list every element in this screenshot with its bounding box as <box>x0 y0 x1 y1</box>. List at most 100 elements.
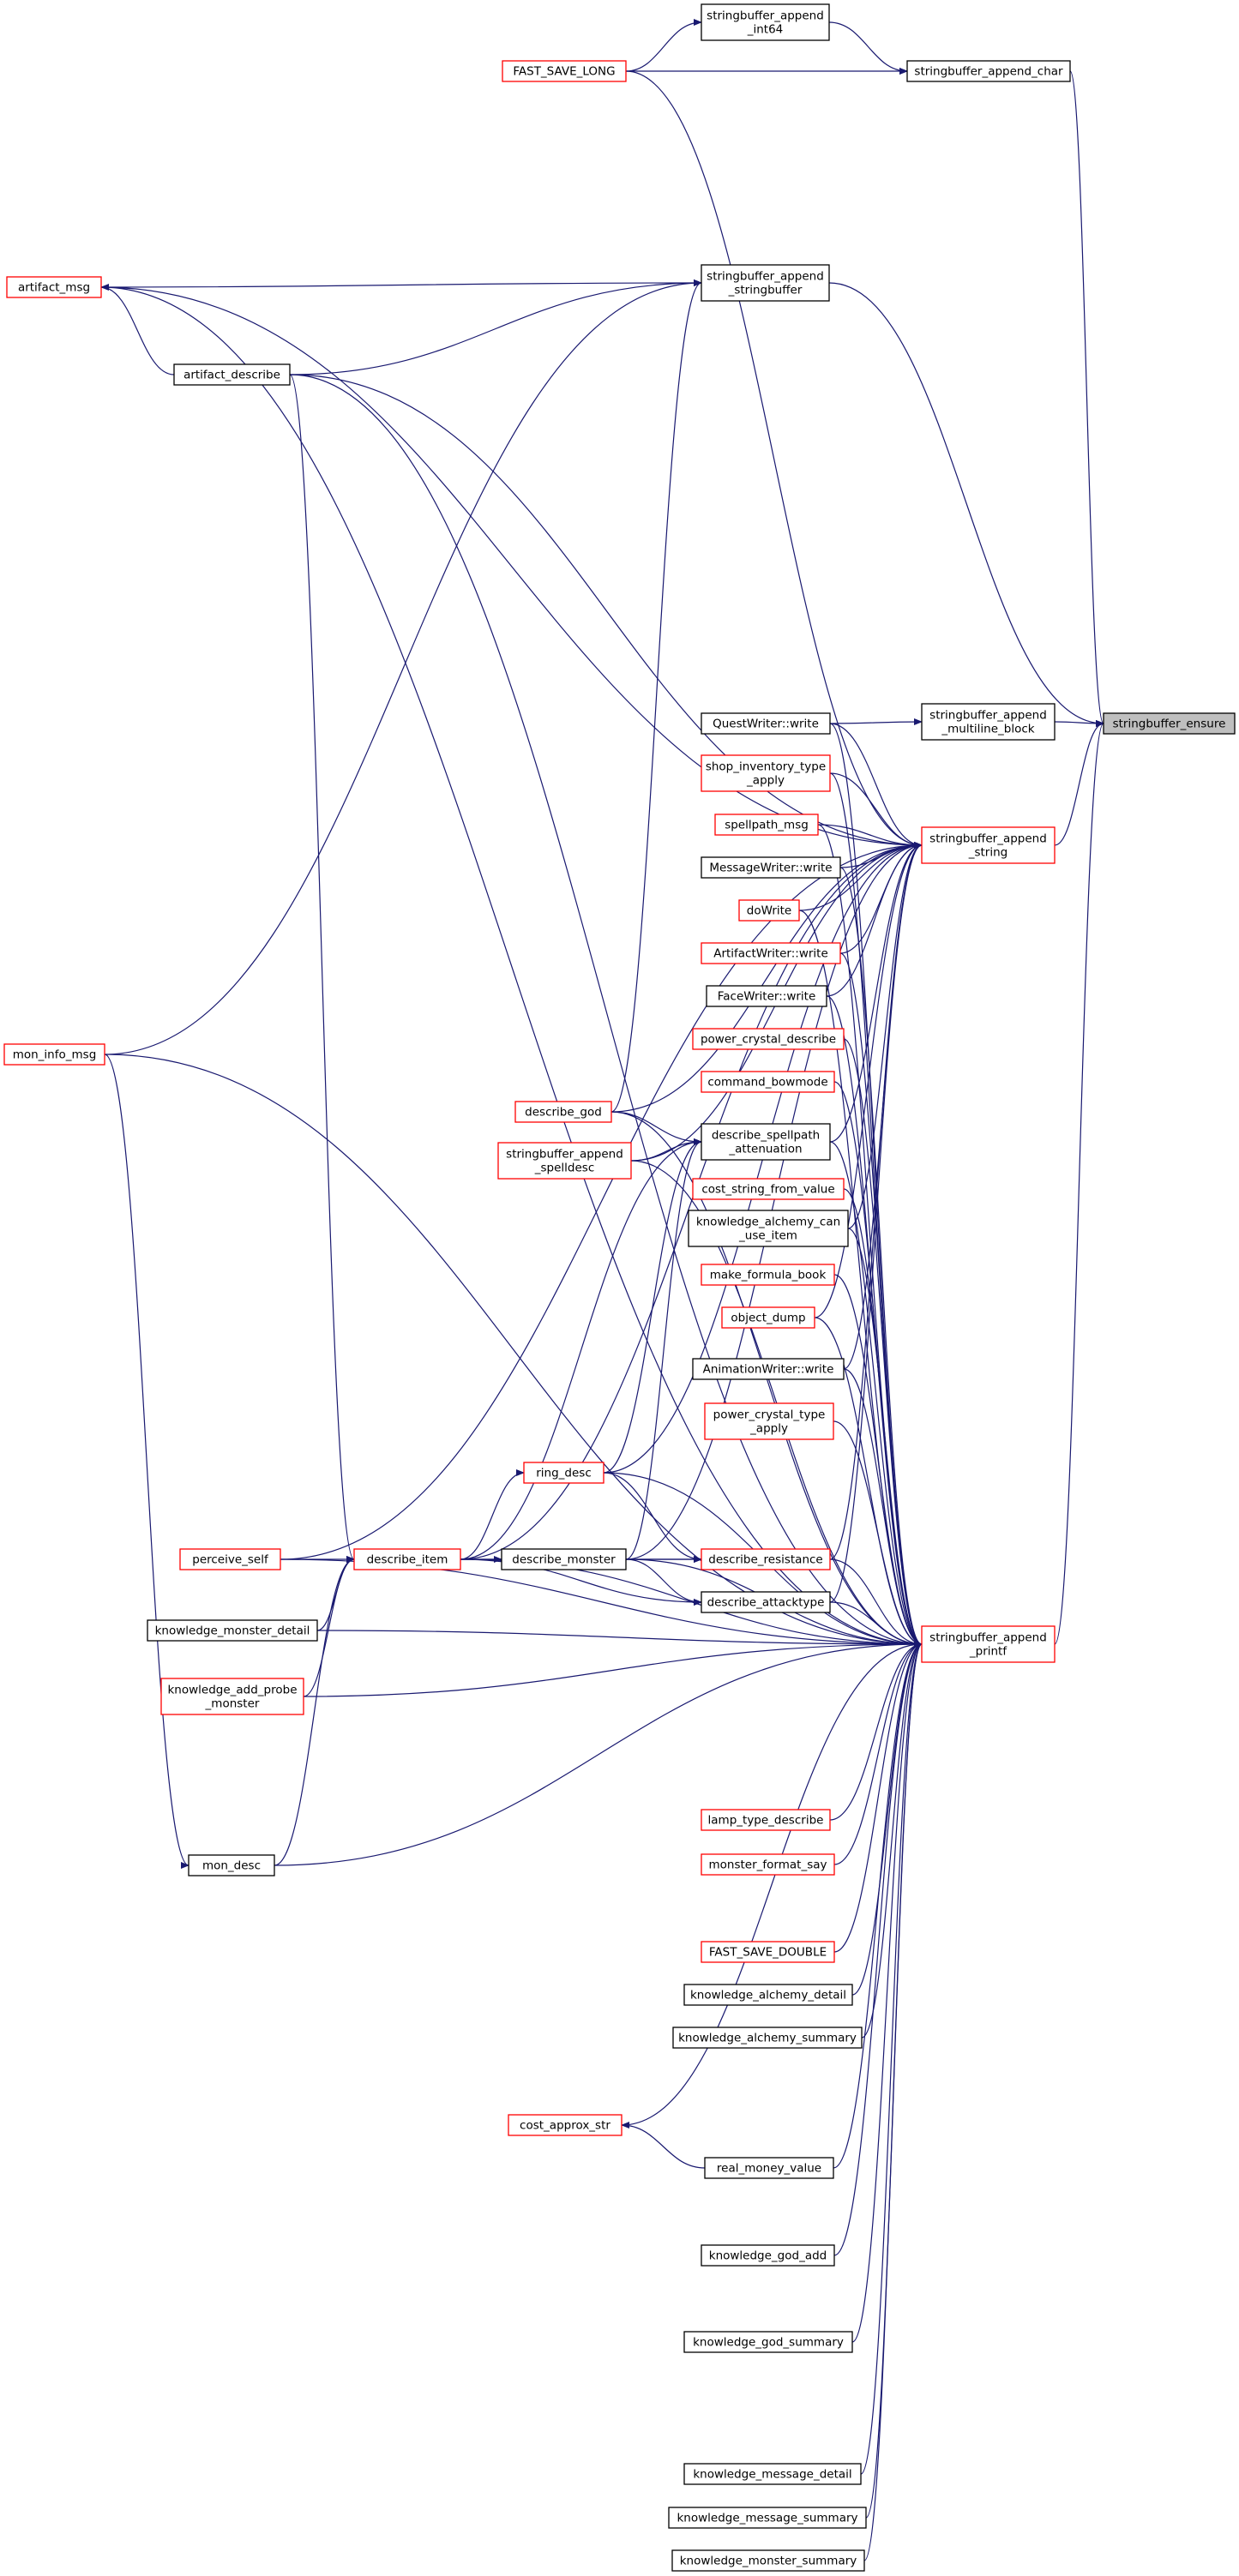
node-knowledge-message-summary[interactable]: knowledge_message_summary <box>668 2507 867 2529</box>
node-sb-append-int64[interactable]: stringbuffer_append_int64 <box>701 3 830 41</box>
node-box <box>501 1548 627 1570</box>
node-label: FaceWriter::write <box>718 990 816 1004</box>
node-power-crystal-type-apply[interactable]: power_crystal_type_apply <box>704 1402 834 1440</box>
edge-describe-monster-to-describe-attacktype <box>625 1558 702 1606</box>
node-sb-append-multiline[interactable]: stringbuffer_append_multiline_block <box>921 703 1056 741</box>
node-facewriter-write[interactable]: FaceWriter::write <box>706 985 827 1007</box>
node-artifact-describe[interactable]: artifact_describe <box>173 363 291 386</box>
node-sb-append-string[interactable]: stringbuffer_append_string <box>921 826 1056 864</box>
edge-artifact-describe-to-artifact-msg <box>100 284 175 375</box>
node-perceive-self[interactable]: perceive_self <box>179 1548 281 1570</box>
node-label: stringbuffer_append <box>707 270 824 284</box>
node-monster-format-say[interactable]: monster_format_say <box>701 1853 835 1876</box>
node-label: _use_item <box>738 1229 797 1243</box>
edge-mon-info-msg-to-mon-desc <box>104 1054 189 1869</box>
node-cost-string-from-value[interactable]: cost_string_from_value <box>692 1178 845 1200</box>
node-questwriter-write[interactable]: QuestWriter::write <box>701 712 831 735</box>
node-box <box>683 2331 853 2353</box>
node-label: FAST_SAVE_DOUBLE <box>709 1946 827 1960</box>
node-box <box>692 1028 845 1050</box>
edge-artifactwriter-write-to-sb-append-printf <box>839 952 923 1648</box>
edge-describe-item-to-describe-spellpath-attenuation <box>460 1138 702 1560</box>
node-box <box>701 2244 835 2267</box>
node-label: stringbuffer_append_char <box>914 65 1063 79</box>
node-real-money-value[interactable]: real_money_value <box>704 2157 834 2179</box>
node-mon-desc[interactable]: mon_desc <box>188 1854 275 1876</box>
edge-knowledge-monster-detail-to-sb-append-printf <box>316 1630 923 1648</box>
edge-monster-format-say-to-sb-append-printf <box>833 1641 923 1865</box>
node-box <box>508 2114 623 2136</box>
node-make-formula-book[interactable]: make_formula_book <box>701 1264 835 1286</box>
node-label: _multiline_block <box>941 723 1034 736</box>
node-command-bowmode[interactable]: command_bowmode <box>701 1071 835 1093</box>
node-messagewriter-write[interactable]: MessageWriter::write <box>701 856 841 879</box>
node-box <box>147 1619 318 1642</box>
node-knowledge-monster-summary[interactable]: knowledge_monster_summary <box>671 2549 865 2572</box>
node-box <box>514 1101 612 1123</box>
node-box <box>701 1591 831 1613</box>
node-label: knowledge_monster_summary <box>680 2555 857 2568</box>
node-label: doWrite <box>747 904 791 918</box>
node-lamp-type-describe[interactable]: lamp_type_describe <box>701 1809 831 1831</box>
node-stringbuffer-ensure[interactable]: stringbuffer_ensure <box>1103 712 1236 735</box>
edge-fast-save-long-to-sb-append-int64 <box>625 19 702 72</box>
node-box <box>701 754 831 792</box>
node-spellpath-msg[interactable]: spellpath_msg <box>714 814 819 836</box>
node-knowledge-alchemy-can-use-item[interactable]: knowledge_alchemy_can_use_item <box>688 1210 849 1247</box>
node-knowledge-alchemy-summary[interactable]: knowledge_alchemy_summary <box>672 2027 863 2049</box>
node-object-dump[interactable]: object_dump <box>721 1306 815 1329</box>
node-dowrite[interactable]: doWrite <box>738 899 800 922</box>
node-label: describe_monster <box>512 1553 616 1567</box>
node-label: knowledge_message_summary <box>677 2512 857 2525</box>
node-cost-approx-str[interactable]: cost_approx_str <box>508 2114 623 2136</box>
edge-mon-desc-to-sb-append-printf <box>274 1641 923 1866</box>
edge-sb-append-int64-to-sb-append-char <box>828 21 908 75</box>
node-label: _spelldesc <box>534 1162 595 1175</box>
node-label: _attenuation <box>728 1143 802 1156</box>
node-label: describe_resistance <box>708 1553 822 1567</box>
edge-artifact-describe-to-sb-append-printf <box>289 374 923 1648</box>
node-label: MessageWriter::write <box>709 862 832 875</box>
node-artifact-msg[interactable]: artifact_msg <box>6 276 102 298</box>
node-box <box>688 1210 849 1247</box>
edge-artifact-msg-to-sb-append-string <box>100 286 923 849</box>
node-describe-item[interactable]: describe_item <box>353 1548 461 1570</box>
edge-describe-item-to-describe-attacktype <box>460 1558 702 1606</box>
node-artifactwriter-write[interactable]: ArtifactWriter::write <box>701 942 841 964</box>
node-describe-spellpath-attenuation[interactable]: describe_spellpath_attenuation <box>701 1123 831 1161</box>
node-sb-append-char[interactable]: stringbuffer_append_char <box>906 60 1071 82</box>
node-sb-append-spelldesc[interactable]: stringbuffer_append_spelldesc <box>497 1142 632 1180</box>
node-knowledge-monster-detail[interactable]: knowledge_monster_detail <box>147 1619 318 1642</box>
edge-describe-monster-to-sb-append-string <box>625 842 923 1560</box>
node-knowledge-alchemy-detail[interactable]: knowledge_alchemy_detail <box>683 1984 853 2006</box>
node-describe-attacktype[interactable]: describe_attacktype <box>701 1591 831 1613</box>
node-describe-god[interactable]: describe_god <box>514 1101 612 1123</box>
node-knowledge-message-detail[interactable]: knowledge_message_detail <box>683 2463 862 2485</box>
node-label: knowledge_message_detail <box>693 2468 851 2482</box>
node-sb-append-stringbuffer[interactable]: stringbuffer_append_stringbuffer <box>701 264 830 302</box>
node-knowledge-god-summary[interactable]: knowledge_god_summary <box>683 2331 853 2353</box>
node-mon-info-msg[interactable]: mon_info_msg <box>3 1043 105 1066</box>
node-label: cost_approx_str <box>520 2119 610 2133</box>
node-label: _monster <box>205 1697 260 1711</box>
edge-sb-append-spelldesc-to-sb-append-printf <box>630 1160 923 1648</box>
node-box <box>3 1043 105 1066</box>
edge-facewriter-write-to-sb-append-string <box>826 842 923 997</box>
node-knowledge-add-probe-monster[interactable]: knowledge_add_probe_monster <box>160 1678 304 1715</box>
node-sb-append-printf[interactable]: stringbuffer_append_printf <box>921 1625 1056 1663</box>
node-knowledge-god-add[interactable]: knowledge_god_add <box>701 2244 835 2267</box>
node-animationwriter-write[interactable]: AnimationWriter::write <box>692 1358 845 1380</box>
edge-describe-god-to-sb-append-stringbuffer <box>610 279 702 1113</box>
node-power-crystal-describe[interactable]: power_crystal_describe <box>692 1028 845 1050</box>
node-label: mon_info_msg <box>13 1048 97 1062</box>
node-fast-save-long[interactable]: FAST_SAVE_LONG <box>502 60 627 82</box>
node-label: artifact_describe <box>183 369 280 382</box>
node-ring-desc[interactable]: ring_desc <box>523 1462 604 1484</box>
node-fast-save-double[interactable]: FAST_SAVE_DOUBLE <box>701 1941 835 1963</box>
node-shop-inventory-type-apply[interactable]: shop_inventory_type_apply <box>701 754 831 792</box>
node-label: _apply <box>749 1422 788 1436</box>
node-describe-monster[interactable]: describe_monster <box>501 1548 627 1570</box>
edge-knowledge-alchemy-can-use-item-to-sb-append-printf <box>847 1228 923 1648</box>
node-describe-resistance[interactable]: describe_resistance <box>701 1548 831 1570</box>
node-box <box>921 826 1056 864</box>
